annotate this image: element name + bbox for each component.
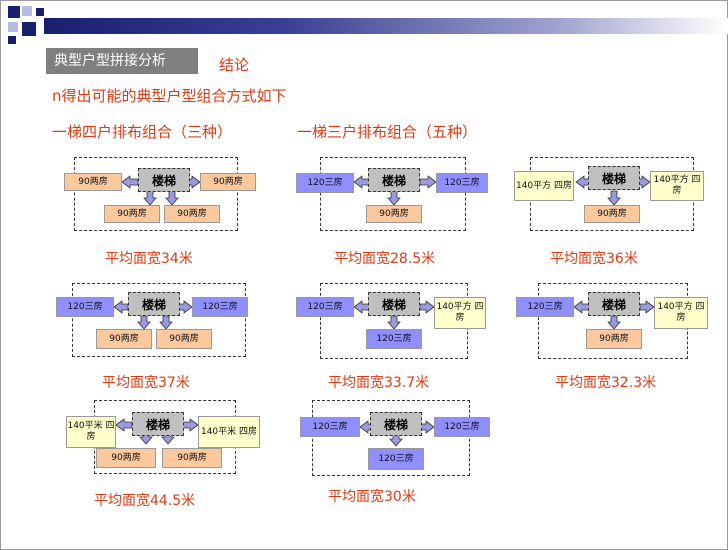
average-width-label: 平均面宽33.7米 xyxy=(328,375,430,391)
unit-90: 90两房 xyxy=(156,329,212,349)
arrow-left xyxy=(115,418,133,432)
arrow-right xyxy=(419,175,437,189)
decor-square xyxy=(8,22,18,32)
unit-120: 120三房 xyxy=(296,297,354,317)
arrow-down xyxy=(143,190,157,206)
unit-120: 120三房 xyxy=(368,448,424,470)
unit-90: 90两房 xyxy=(162,448,222,468)
group-title-three-units: 一梯三户排布组合（五种） xyxy=(297,123,478,141)
average-width-label: 平均面宽44.5米 xyxy=(94,493,196,509)
arrow-left xyxy=(113,300,129,314)
layout-panel: 120三房 楼梯 120三房 90两房 90两房 xyxy=(56,283,251,367)
arrow-right xyxy=(419,300,435,314)
decor-square xyxy=(22,6,32,16)
arrow-down xyxy=(387,190,401,206)
stair-core: 楼梯 xyxy=(132,412,184,436)
layout-outline xyxy=(312,400,470,476)
layout-panel: 140平米 四房 楼梯 140平米 四房 90两房 90两房 xyxy=(64,400,264,480)
stair-core: 楼梯 xyxy=(370,412,422,436)
stair-core: 楼梯 xyxy=(138,168,190,192)
decor-square xyxy=(22,22,36,36)
layout-outline xyxy=(320,157,466,231)
average-width-label: 平均面宽30米 xyxy=(328,489,416,505)
layout-outline xyxy=(72,283,246,357)
arrow-down xyxy=(387,315,401,330)
arrow-right xyxy=(639,300,655,314)
average-width-label: 平均面宽34米 xyxy=(105,251,193,267)
unit-90: 90两房 xyxy=(96,329,152,349)
unit-90: 90两房 xyxy=(104,205,160,223)
arrow-down xyxy=(607,190,621,206)
arrow-right xyxy=(181,418,199,432)
decor-square xyxy=(36,8,44,16)
layout-panel: 90两房 楼梯 90两房 90两房 90两房 xyxy=(62,155,256,235)
unit-140: 140平米 四房 xyxy=(66,416,116,448)
arrows xyxy=(115,418,199,445)
unit-120: 120三房 xyxy=(192,297,248,317)
subtitle: n得出可能的典型户型组合方式如下 xyxy=(52,87,287,105)
arrow-right xyxy=(419,420,435,434)
unit-120: 120三房 xyxy=(300,417,360,437)
arrows xyxy=(353,175,437,206)
unit-90: 90两房 xyxy=(584,205,640,223)
stair-core: 楼梯 xyxy=(128,292,180,316)
unit-120: 120三房 xyxy=(56,297,114,317)
unit-90: 90两房 xyxy=(586,329,642,349)
unit-90: 90两房 xyxy=(64,173,122,191)
arrow-right xyxy=(177,300,193,314)
unit-90: 90两房 xyxy=(164,205,220,223)
layout-panel: 120三房 楼梯 120三房 120三房 xyxy=(298,400,493,480)
unit-120: 120三房 xyxy=(436,173,488,193)
stair-core: 楼梯 xyxy=(588,166,640,190)
layout-panel: 120三房 楼梯 120三房 90两房 xyxy=(296,155,491,235)
unit-140: 140平方 四房 xyxy=(514,171,574,201)
layout-panel: 120三房 楼梯 140平方 四房 90两房 xyxy=(516,283,716,367)
header-bar xyxy=(44,18,728,34)
layout-panel: 120三房 楼梯 140平方 四房 120三房 xyxy=(296,283,491,367)
section-title: 典型户型拼接分析 xyxy=(46,48,198,74)
unit-140: 140平方 四房 xyxy=(650,171,704,201)
average-width-label: 平均面宽32.3米 xyxy=(555,375,657,391)
stair-core: 楼梯 xyxy=(368,168,420,192)
layout-panel: 140平方 四房 楼梯 140平方 四房 90两房 xyxy=(512,155,712,235)
unit-90: 90两房 xyxy=(96,448,156,468)
unit-140: 140平方 四房 xyxy=(654,297,708,329)
average-width-label: 平均面宽28.5米 xyxy=(334,251,436,267)
arrow-down xyxy=(137,315,151,330)
arrow-left xyxy=(121,175,139,189)
unit-120: 120三房 xyxy=(366,329,422,349)
arrows xyxy=(573,300,655,330)
decor-square xyxy=(8,36,16,44)
group-title-four-units: 一梯四户排布组合（三种） xyxy=(52,123,233,141)
arrow-down xyxy=(607,315,621,330)
arrows xyxy=(113,300,193,330)
unit-120: 120三房 xyxy=(296,173,354,193)
unit-90: 90两房 xyxy=(200,173,256,191)
arrows xyxy=(121,175,201,206)
arrow-down xyxy=(165,190,179,206)
average-width-label: 平均面宽37米 xyxy=(102,375,190,391)
unit-140: 140平方 四房 xyxy=(434,297,486,329)
average-width-label: 平均面宽36米 xyxy=(550,251,638,267)
unit-140: 140平米 四房 xyxy=(198,416,260,448)
unit-90: 90两房 xyxy=(366,205,422,223)
arrow-down xyxy=(159,315,173,330)
decor-square xyxy=(8,6,20,18)
conclusion-label: 结论 xyxy=(219,56,250,74)
stair-core: 楼梯 xyxy=(368,292,420,316)
layout-outline xyxy=(74,157,238,231)
stair-core: 楼梯 xyxy=(588,292,640,316)
unit-120: 120三房 xyxy=(516,297,574,317)
unit-120: 120三房 xyxy=(434,417,490,437)
